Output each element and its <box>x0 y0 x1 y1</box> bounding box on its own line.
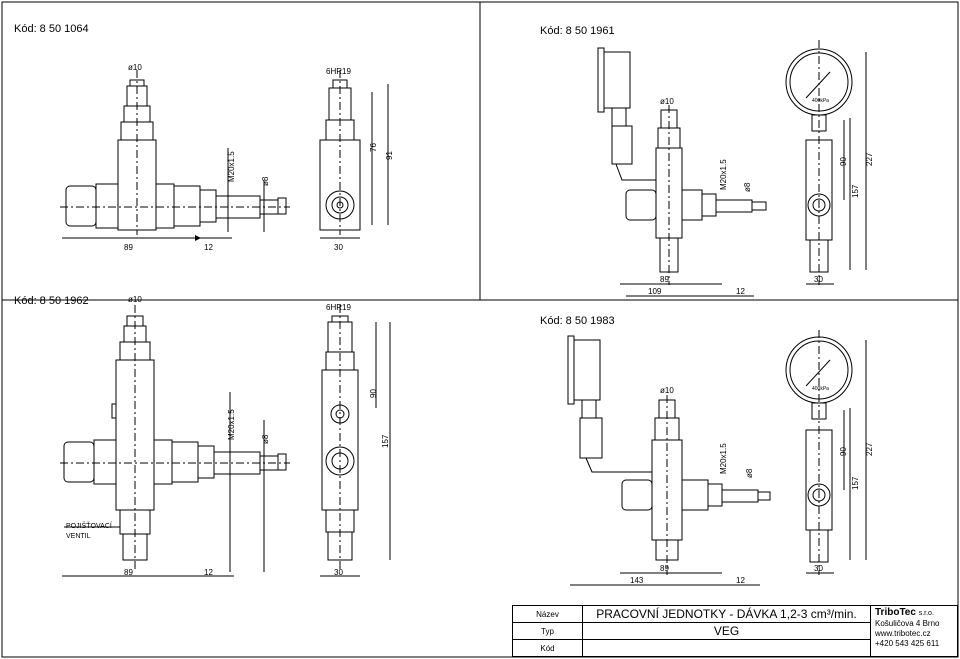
dim-12: 12 <box>736 576 745 585</box>
code-1064: Kód: 8 50 1064 <box>14 23 89 35</box>
dim-12: 12 <box>736 287 745 296</box>
dim-30: 30 <box>814 275 823 284</box>
dim-phi10: ø10 <box>660 386 674 395</box>
dim-227: 227 <box>865 152 874 166</box>
code-1962: Kód: 8 50 1962 <box>14 295 89 307</box>
drawing-1961 <box>597 40 867 297</box>
dim-89: 89 <box>124 243 133 252</box>
title-block-kod-value <box>583 640 871 657</box>
dim-phi10: ø10 <box>660 97 674 106</box>
code-1983: Kód: 8 50 1983 <box>540 315 615 327</box>
code-1961: Kód: 8 50 1961 <box>540 25 615 37</box>
title-block-typ-value: VEG <box>583 623 871 640</box>
company-phone: +420 543 425 611 <box>875 639 940 648</box>
dim-phi8: ø8 <box>745 468 754 478</box>
drawing-1064 <box>60 70 389 241</box>
dim-thread: M20x1.5 <box>719 159 728 190</box>
dim-89: 89 <box>660 564 669 573</box>
dim-30: 30 <box>334 568 343 577</box>
dim-12: 12 <box>204 243 213 252</box>
dim-30: 30 <box>814 564 823 573</box>
dim-89: 89 <box>660 275 669 284</box>
dim-thread: M20x1.5 <box>719 443 728 474</box>
drawing-1962 <box>60 305 391 577</box>
title-block-nazev-label: Název <box>513 606 583 623</box>
drawing-1983 <box>567 330 867 586</box>
dim-phi8: ø8 <box>743 182 752 192</box>
dim-157: 157 <box>851 184 860 198</box>
dim-76: 76 <box>369 143 378 152</box>
company-logo: TriboTec s.r.o. <box>875 608 957 619</box>
company-info: TriboTec s.r.o. Košuličova 4 Brno www.tr… <box>871 606 957 656</box>
title-block-nazev-value: PRACOVNÍ JEDNOTKY - DÁVKA 1,2-3 cm³/min. <box>583 606 871 623</box>
dim-phi8: ø8 <box>261 176 270 186</box>
dim-143: 143 <box>630 576 644 585</box>
dim-157: 157 <box>851 476 860 490</box>
logo-text: TriboTec <box>875 607 916 618</box>
dim-hex: 6HR19 <box>326 67 351 76</box>
dim-157: 157 <box>381 434 390 448</box>
dim-phi8: ø8 <box>261 434 270 444</box>
dim-227: 227 <box>865 442 874 456</box>
dim-89: 89 <box>124 568 133 577</box>
title-block-kod-label: Kód <box>513 640 583 657</box>
dim-109: 109 <box>648 287 662 296</box>
dim-phi10: ø10 <box>128 63 142 72</box>
dim-91: 91 <box>385 151 394 160</box>
title-block-typ-label: Typ <box>513 623 583 640</box>
dim-hex: 6HR19 <box>326 303 351 312</box>
company-web: www.tribotec.cz <box>875 629 931 638</box>
title-block: Název Typ Kód PRACOVNÍ JEDNOTKY - DÁVKA … <box>512 605 958 657</box>
valve-label-line1: POJIŠŤOVACÍ <box>66 521 112 530</box>
gauge-label: 400kPa <box>812 98 829 104</box>
dim-thread: M20x1.5 <box>227 409 236 440</box>
dim-90: 90 <box>839 447 848 456</box>
dim-90: 90 <box>839 157 848 166</box>
company-address: Košuličova 4 Brno <box>875 619 940 628</box>
dim-thread: M20x1.5 <box>227 151 236 182</box>
logo-suffix: s.r.o. <box>918 610 934 617</box>
valve-label-line2: VENTIL <box>66 533 91 540</box>
dim-30: 30 <box>334 243 343 252</box>
gauge-label: 400kPa <box>812 386 829 392</box>
dim-12: 12 <box>204 568 213 577</box>
dim-phi10: ø10 <box>128 295 142 304</box>
dim-90: 90 <box>369 389 378 398</box>
